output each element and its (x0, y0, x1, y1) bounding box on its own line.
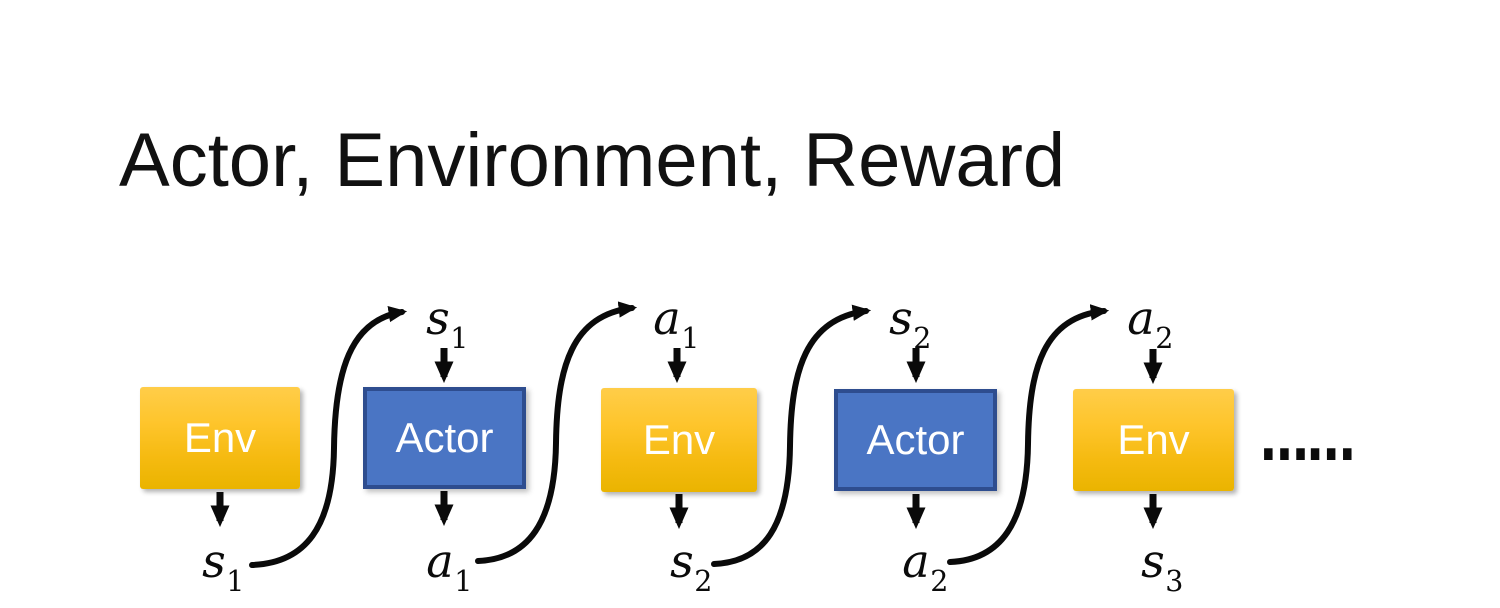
actor-box-2-label: Actor (866, 416, 965, 463)
env-box-2-label: Env (642, 416, 716, 463)
top-label-s1: s1 (426, 291, 469, 355)
actor-box-2: Actor (834, 389, 997, 491)
bottom-label-s1: s1 (202, 534, 245, 598)
top-label-a1: a1 (653, 291, 700, 355)
env-box-3-label: Env (1117, 416, 1190, 463)
bottom-label-a1: a1 (426, 534, 473, 598)
env-box-2: Env (601, 388, 757, 492)
env-box-3: Env (1073, 389, 1234, 491)
env-box-1-label: Env (183, 414, 257, 461)
bottom-label-a2: a2 (902, 534, 949, 598)
bottom-label-s3: s3 (1141, 534, 1184, 598)
top-label-s2: s2 (889, 291, 932, 355)
continuation-ellipsis: …… (1260, 402, 1355, 475)
env-box-1: Env (140, 387, 300, 489)
top-label-a2: a2 (1127, 291, 1174, 355)
actor-box-1: Actor (363, 387, 526, 489)
bottom-label-s2: s2 (670, 534, 713, 598)
actor-box-1-label: Actor (395, 414, 494, 461)
slide-title: Actor, Environment, Reward (119, 118, 1066, 203)
